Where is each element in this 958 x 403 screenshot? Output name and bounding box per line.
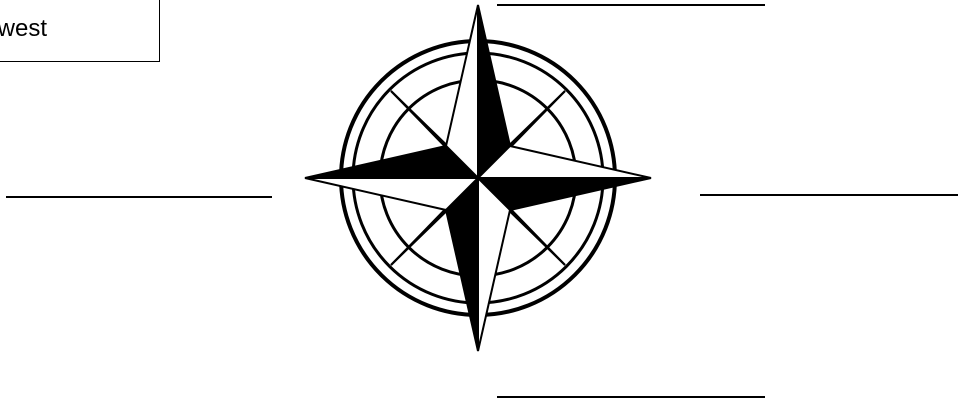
- answer-line-south: [497, 396, 765, 398]
- answer-line-west: [6, 196, 272, 198]
- word-bank-box: st west: [0, 0, 160, 62]
- answer-line-east: [700, 194, 958, 196]
- word-bank-words: st west: [0, 15, 47, 43]
- compass-rose-icon: [300, 0, 656, 356]
- compass-cardinal-points: [305, 5, 651, 351]
- word-bank-word-west: west: [0, 15, 47, 43]
